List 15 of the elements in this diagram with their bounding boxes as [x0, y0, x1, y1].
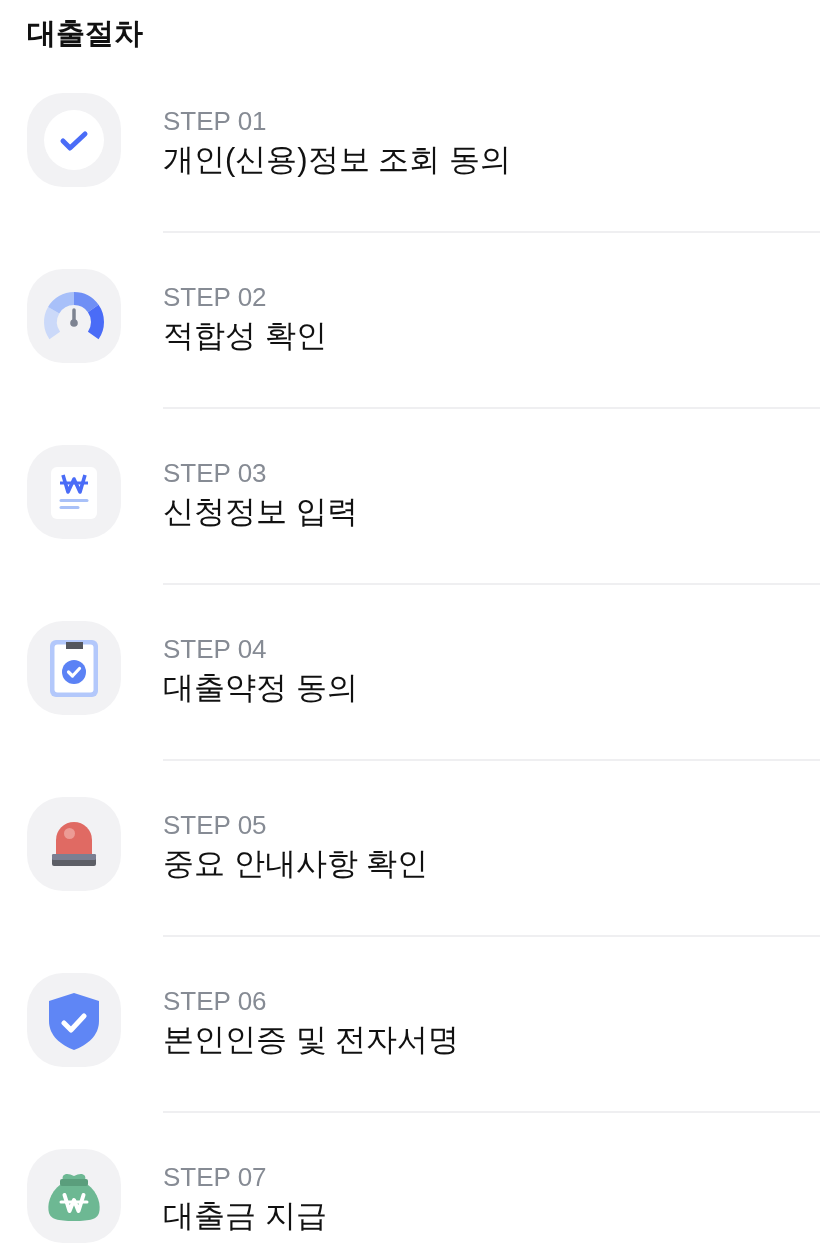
step-title: 적합성 확인 [163, 317, 327, 355]
step-title: 중요 안내사항 확인 [163, 845, 429, 883]
step-title: 대출약정 동의 [163, 669, 358, 707]
step-number: STEP 02 [163, 282, 267, 312]
step-title: 대출금 지급 [163, 1197, 327, 1235]
step-number: STEP 03 [163, 458, 267, 488]
step-number: STEP 01 [163, 106, 267, 136]
step-title: 신청정보 입력 [163, 493, 358, 531]
step-title: 본인인증 및 전자서명 [163, 1021, 460, 1059]
step-number: STEP 05 [163, 810, 267, 840]
step-number: STEP 06 [163, 986, 267, 1016]
step-title: 개인(신용)정보 조회 동의 [163, 141, 511, 179]
step-number: STEP 04 [163, 634, 267, 664]
section-heading: 대출절차 [27, 16, 143, 51]
step-number: STEP 07 [163, 1162, 267, 1192]
